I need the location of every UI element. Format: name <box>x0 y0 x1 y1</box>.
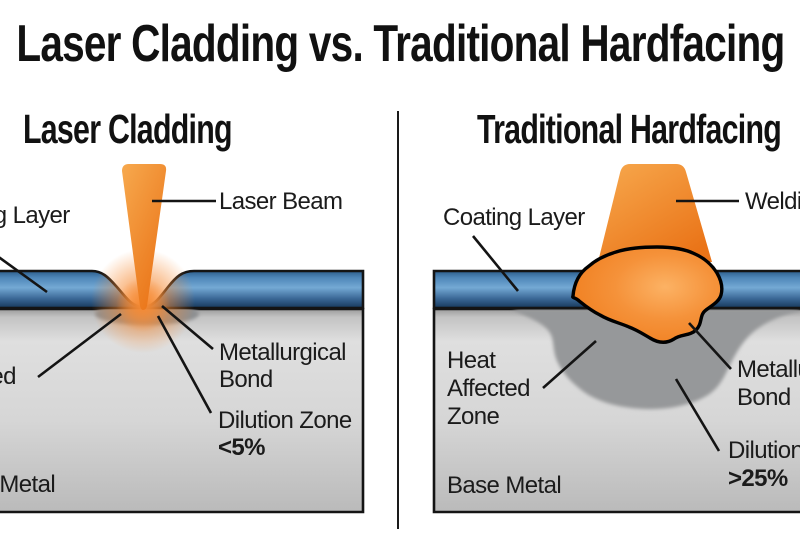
right-metallurgical-bond-label: Metallurgical Bond <box>737 356 800 412</box>
left-base-metal-label: Base Metal <box>0 471 56 498</box>
right-dilution-zone-text: Dilution Zone <box>728 437 800 464</box>
right-dilution-zone-leader <box>674 378 721 452</box>
left-metallurgical-bond-line1: Metallurgical <box>219 339 347 366</box>
welding-torch-shape <box>598 164 712 262</box>
right-leader-lines <box>471 199 739 452</box>
right-metallurgical-bond-leader <box>688 322 732 370</box>
left-heat-affected-leader <box>37 312 122 379</box>
left-dilution-value: <5% <box>218 434 266 461</box>
left-metallurgical-bond-label: Metallurgical Bond <box>219 339 347 393</box>
right-coating-layer-label: Coating Layer <box>443 204 585 231</box>
weld-pool-shape <box>571 245 724 344</box>
right-heat-affected-leader <box>542 340 597 389</box>
left-dilution-zone-label: Dilution Zone <5% <box>218 407 352 461</box>
laser-beam-label: Laser Beam <box>219 188 343 215</box>
left-heat-affected-line2: Zone <box>0 390 16 417</box>
right-dilution-zone-label: Dilution Zone >25% <box>728 437 800 493</box>
right-metallurgical-bond-line2: Bond <box>737 384 791 411</box>
right-heat-affected-label: Heat Affected Zone <box>447 347 530 431</box>
left-metallurgical-bond-line2: Bond <box>219 366 273 393</box>
right-heat-affected-line3: Zone <box>447 403 500 430</box>
right-heat-affected-line1: Heat <box>447 347 496 374</box>
right-dilution-value: >25% <box>728 465 788 492</box>
right-heat-affected-zone <box>512 309 800 410</box>
right-metallurgical-bond-line1: Metallurgical <box>737 356 800 383</box>
left-metallurgical-bond-leader <box>161 305 214 350</box>
right-base-metal-label: Base Metal <box>447 472 562 499</box>
main-title: Laser Cladding vs. Traditional Hardfacin… <box>15 15 785 73</box>
welding-label: Welding <box>745 188 800 215</box>
left-panel-heading: Laser Cladding <box>23 106 233 152</box>
main-title-wrap: Laser Cladding vs. Traditional Hardfacin… <box>0 14 800 74</box>
left-coating-layer-leader <box>0 256 48 294</box>
left-dilution-zone-leader <box>156 315 213 414</box>
left-leader-lines <box>0 199 216 414</box>
right-heat-affected-line2: Affected <box>447 375 530 402</box>
left-dilution-zone-text: Dilution Zone <box>218 407 352 434</box>
left-heat-affected-line1: Heat Affected <box>0 363 16 390</box>
right-panel-heading: Traditional Hardfacing <box>477 106 782 152</box>
left-heat-affected-label: Heat Affected Zone <box>0 363 16 417</box>
left-coating-layer-label: Coating Layer <box>0 202 70 229</box>
right-coating-layer-leader <box>471 235 520 292</box>
